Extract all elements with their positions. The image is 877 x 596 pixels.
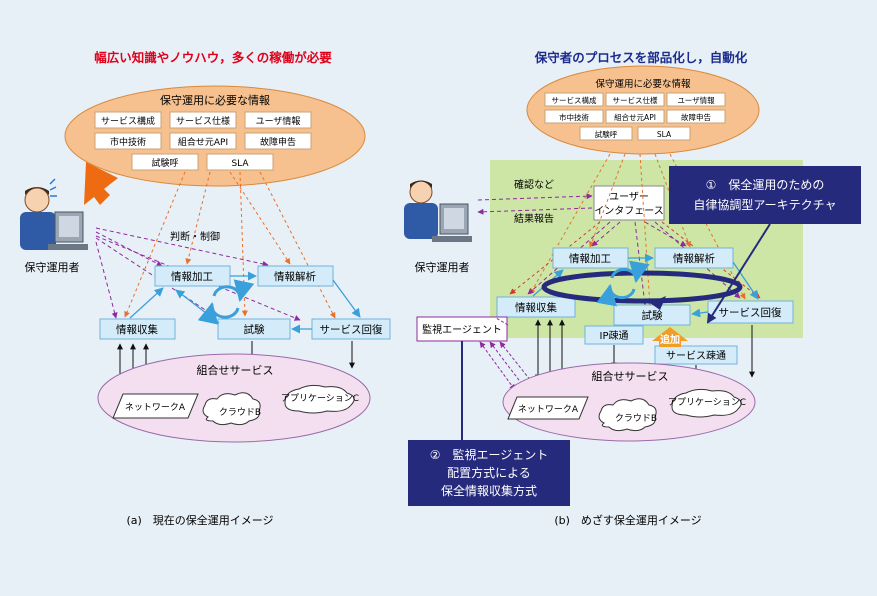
info-item: SLA [231, 159, 249, 169]
right-caption: (b) めざす保全運用イメージ [554, 513, 701, 527]
info-item: 組合せ元API [178, 136, 228, 148]
box-kaifuku-label: サービス回復 [719, 306, 782, 319]
add-badge-icon [652, 327, 688, 347]
app-label: アプリケーションC [281, 393, 359, 404]
callout-agent-line: ② 監視エージェント [430, 447, 549, 462]
info-item: 市中技術 [559, 112, 589, 122]
callout-autonomy-line: 自律協調型アーキテクチャ [693, 197, 836, 212]
box-service-sotsu-label: サービス疎通 [666, 350, 726, 362]
info-item: サービス構成 [552, 95, 597, 105]
ui-box-label: ユーザー [609, 191, 649, 203]
loop-arrowhead-icon [650, 296, 666, 310]
info-item: 市中技術 [110, 136, 146, 148]
box-kakou-label: 情報加工 [569, 252, 611, 265]
app-shape [284, 384, 355, 414]
box-shushu [99, 318, 176, 340]
right-title: 保守者のプロセスを部品化し，自動化 [534, 50, 748, 65]
info-item: ユーザ情報 [256, 115, 301, 127]
callout-autonomy-pointer [706, 223, 771, 324]
app-shape [671, 388, 742, 418]
info-item: サービス仕様 [176, 115, 230, 127]
left-title: 幅広い知識やノウハウ，多くの稼働が必要 [94, 50, 332, 65]
callout-autonomy [669, 166, 861, 224]
service-title: 組合せサービス [592, 369, 669, 383]
left-boxes: 情報加工 情報解析 情報収集 試験 サービス回復 [99, 265, 391, 340]
info-item: 故障申告 [681, 112, 711, 122]
box-kakou-label: 情報加工 [171, 270, 213, 283]
left-info-items: サービス構成 サービス仕様 ユーザ情報 市中技術 組合せ元API 故障申告 試験… [94, 111, 312, 171]
info-item: 故障申告 [260, 136, 296, 148]
box-service-sotsu [654, 345, 738, 365]
callout-autonomy-line: ① 保全運用のための [706, 177, 825, 192]
operator-icon [404, 180, 472, 242]
network-label: ネットワークA [125, 402, 186, 413]
box-kaiseki [654, 247, 734, 269]
add-label: 追加 [660, 333, 680, 346]
right-info-items: サービス構成 サービス仕様 ユーザ情報 市中技術 組合せ元API 故障申告 試験… [544, 92, 726, 141]
box-ip [584, 325, 644, 345]
box-shushu-label: 情報収集 [116, 323, 158, 336]
cloud-shape [598, 398, 657, 432]
flow-arrows [532, 253, 759, 318]
info-item: 試験呼 [151, 157, 178, 169]
operator-label: 保守運用者 [25, 260, 80, 274]
cycle-icon [596, 260, 650, 307]
box-kaiseki [257, 265, 334, 287]
confirm-label: 確認など [514, 178, 554, 191]
network-label: ネットワークA [518, 404, 579, 415]
box-ip-label: IP疎通 [600, 330, 629, 342]
ui-box [593, 185, 665, 221]
box-shiken [613, 304, 691, 326]
box-shiken-label: 試験 [642, 309, 663, 322]
operator-label: 保守運用者 [415, 260, 470, 274]
callout-agent [408, 440, 570, 506]
box-shiken [217, 318, 291, 340]
box-kaiseki-label: 情報解析 [274, 270, 316, 283]
ui-lines [477, 193, 593, 215]
info-item: サービス構成 [101, 115, 155, 127]
left-caption: (a) 現在の保全運用イメージ [126, 513, 273, 527]
info-item: 組合せ元API [614, 112, 656, 122]
info-item: サービス仕様 [613, 95, 658, 105]
big-orange-arrow-icon [84, 162, 118, 205]
box-shushu [496, 296, 576, 318]
box-shiken-label: 試験 [244, 323, 265, 336]
right-boxes: 情報加工 情報解析 情報収集 試験 サービス回復 IP疎通 サービス疎通 [496, 247, 794, 365]
app-label: アプリケーションC [668, 397, 746, 408]
box-kaiseki-label: 情報解析 [673, 252, 715, 265]
cloud-label: クラウドB [615, 413, 657, 424]
cloud-label: クラウドB [219, 407, 261, 418]
network-shape [112, 393, 199, 419]
box-shushu-label: 情報収集 [515, 301, 557, 314]
callout-agent-line: 配置方式による [447, 465, 531, 480]
info-item: ユーザ情報 [677, 95, 715, 105]
service-title: 組合せサービス [197, 363, 274, 377]
left-info-title: 保守運用に必要な情報 [160, 93, 270, 107]
report-label: 結果報告 [514, 212, 554, 225]
box-kaifuku-label: サービス回復 [320, 323, 383, 336]
cloud-shape [202, 392, 261, 426]
right-info-title: 保守運用に必要な情報 [595, 78, 691, 90]
info-lines [124, 171, 336, 319]
agent-box [416, 316, 508, 342]
info-item: 試験呼 [595, 129, 618, 139]
callout-agent-line: 保全情報収集方式 [441, 483, 537, 498]
info-item: SLA [657, 130, 672, 139]
cycle-icon [197, 279, 255, 325]
ui-box-label: インタフェース [594, 205, 664, 217]
network-shape [507, 396, 589, 420]
judge-label: 判断・制御 [170, 230, 220, 243]
agent-label: 監視エージェント [422, 323, 502, 336]
operator-icon [20, 178, 88, 250]
